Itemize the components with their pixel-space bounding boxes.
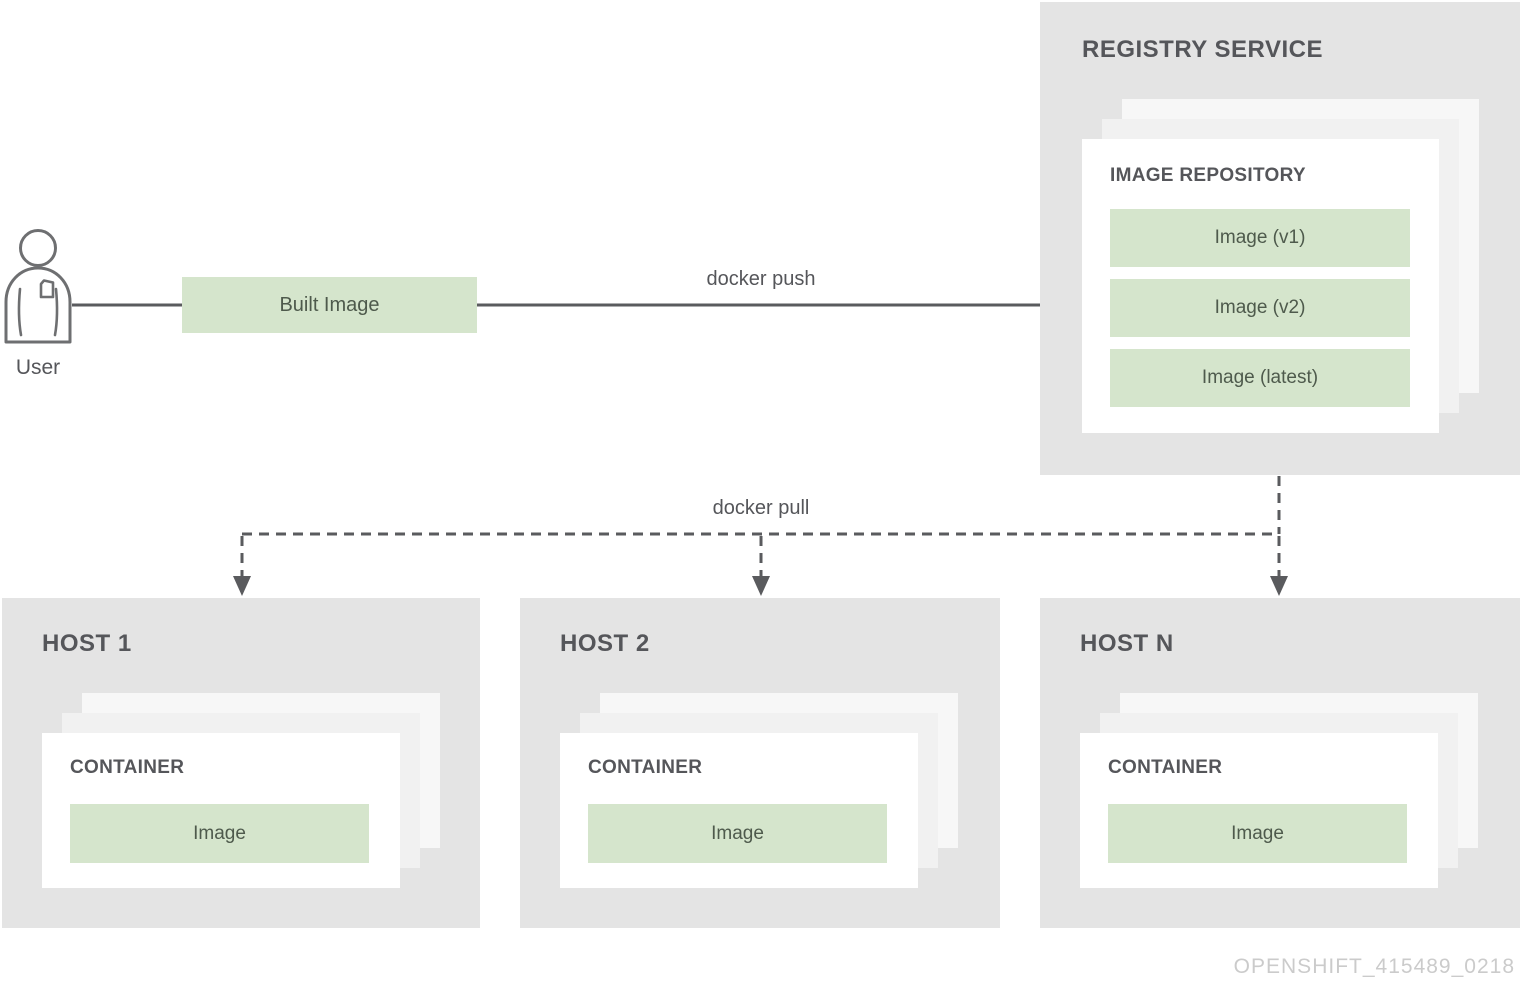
registry-service-title: REGISTRY SERVICE xyxy=(1082,36,1323,63)
host-n-container-card: CONTAINER Image xyxy=(1080,733,1438,888)
host-n-container-title: CONTAINER xyxy=(1108,757,1223,778)
pull-arrowhead-hostn-icon xyxy=(1270,576,1288,596)
host-1-image-box: Image xyxy=(70,804,369,863)
host-2-container-title: CONTAINER xyxy=(588,757,703,778)
host-n-panel: HOST N CONTAINER Image xyxy=(1040,598,1520,928)
host-n-image-box: Image xyxy=(1108,804,1407,863)
host-2-container-card: CONTAINER Image xyxy=(560,733,918,888)
image-repository-card: IMAGE REPOSITORY Image (v1) Image (v2) I… xyxy=(1082,139,1439,433)
image-v2-box: Image (v2) xyxy=(1110,279,1410,337)
image-v1-box: Image (v1) xyxy=(1110,209,1410,267)
host-2-title: HOST 2 xyxy=(560,630,650,657)
pull-arrowhead-host1-icon xyxy=(233,576,251,596)
watermark: OPENSHIFT_415489_0218 xyxy=(1233,955,1515,978)
image-latest-box: Image (latest) xyxy=(1110,349,1410,407)
image-repository-title: IMAGE REPOSITORY xyxy=(1110,165,1306,186)
user-icon xyxy=(4,229,72,344)
registry-service-panel: REGISTRY SERVICE IMAGE REPOSITORY Image … xyxy=(1040,2,1520,475)
docker-pull-label: docker pull xyxy=(712,497,810,519)
host-2-image-box: Image xyxy=(588,804,887,863)
host-1-panel: HOST 1 CONTAINER Image xyxy=(2,598,480,928)
host-1-container-title: CONTAINER xyxy=(70,757,185,778)
docker-push-label: docker push xyxy=(706,268,816,290)
host-n-title: HOST N xyxy=(1080,630,1174,657)
user-label: User xyxy=(15,356,61,379)
pull-arrowhead-host2-icon xyxy=(752,576,770,596)
host-1-title: HOST 1 xyxy=(42,630,132,657)
host-1-container-card: CONTAINER Image xyxy=(42,733,400,888)
built-image-box: Built Image xyxy=(182,277,477,333)
host-2-panel: HOST 2 CONTAINER Image xyxy=(520,598,1000,928)
